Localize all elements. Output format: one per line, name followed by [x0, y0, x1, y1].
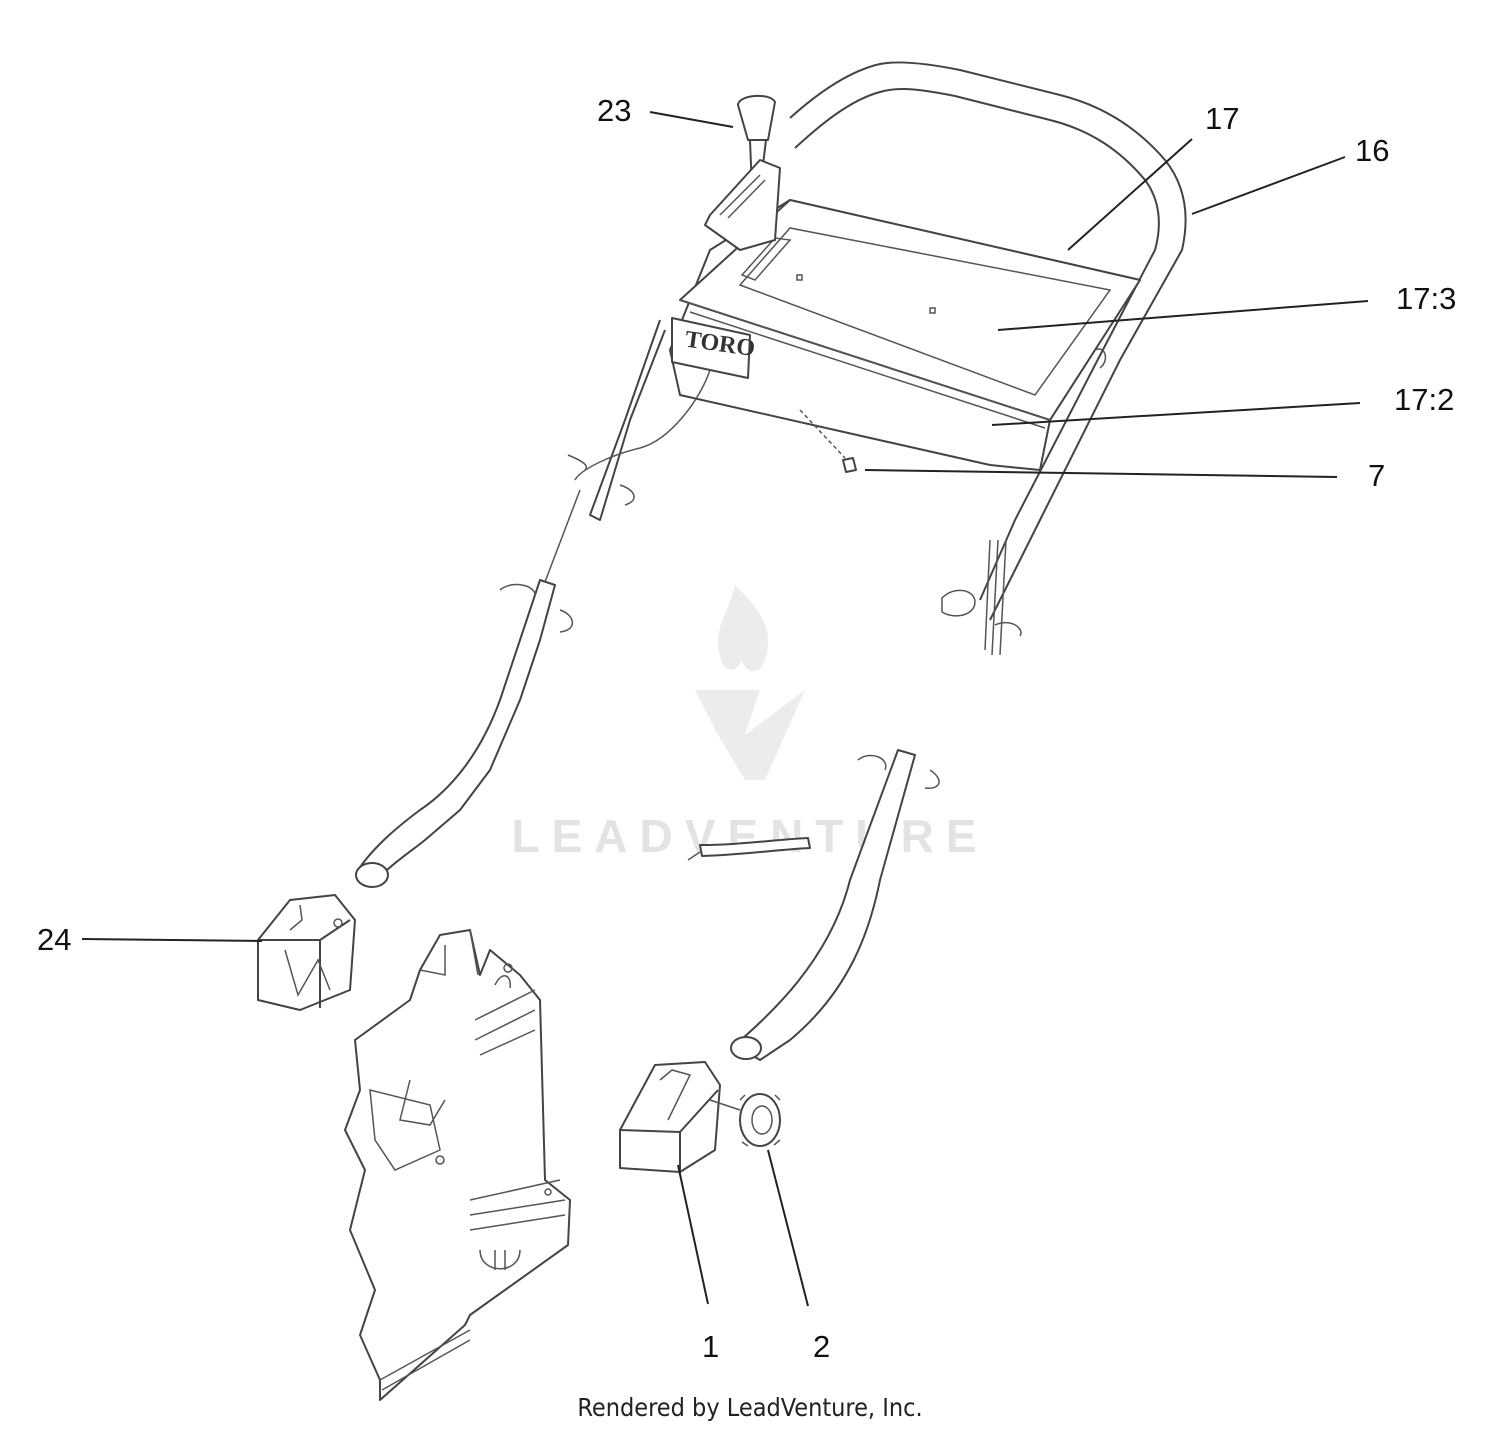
footer-credit: Rendered by LeadVenture, Inc.: [577, 1393, 922, 1422]
callout-16: 16: [1355, 133, 1389, 168]
left-handle-tube: [355, 319, 711, 888]
callout-17: 17: [1205, 101, 1239, 136]
right-lower-handle-tube: [730, 749, 940, 1061]
control-console: TORO: [669, 199, 1141, 471]
watermark-text: LEADVENTURE: [511, 810, 988, 862]
watermark-logo: LEADVENTURE: [511, 585, 988, 862]
callout-7: 7: [1368, 458, 1385, 493]
callout-23: 23: [597, 93, 631, 128]
adjustment-knob: [739, 1093, 781, 1147]
spring-rod: [687, 837, 811, 861]
screw-part: [799, 409, 857, 473]
callout-17-2: 17:2: [1394, 382, 1454, 417]
callout-17-3: 17:3: [1396, 281, 1456, 316]
right-handle-bracket: [619, 1061, 741, 1173]
callout-24: 24: [37, 922, 71, 957]
leader-lines: [81, 111, 1369, 1307]
shift-lever: [704, 94, 781, 251]
callout-2: 2: [813, 1329, 830, 1364]
callout-1: 1: [702, 1329, 719, 1364]
callout-labels: 23 17 16 17:3 17:2 7 24 1 2: [37, 93, 1456, 1364]
mower-housing-fragment: [344, 929, 571, 1401]
left-handle-bracket: [257, 894, 356, 1011]
